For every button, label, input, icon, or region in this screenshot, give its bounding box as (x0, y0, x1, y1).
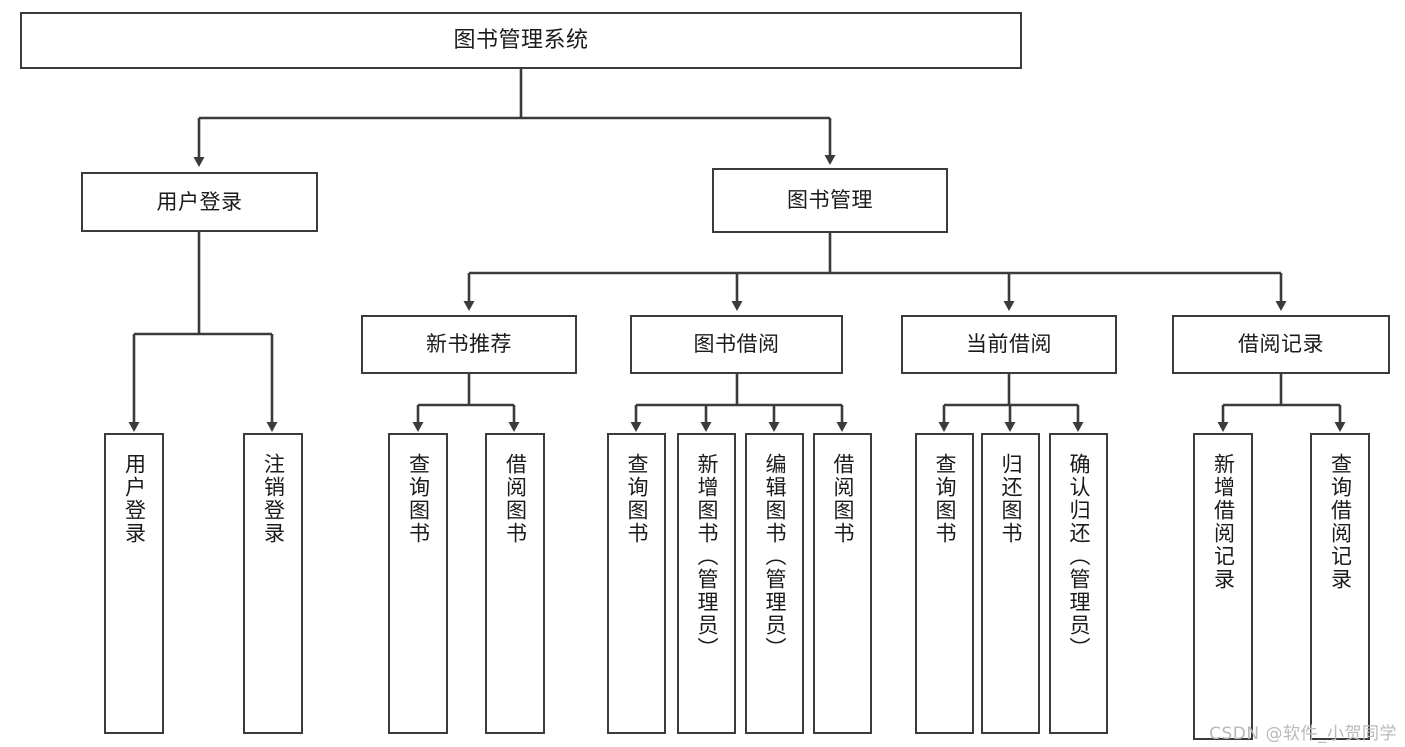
node-label: 借阅记录 (1238, 332, 1324, 357)
node-label: 当前借阅 (966, 332, 1052, 357)
node-label: 图书管理系统 (453, 27, 589, 53)
node-book-management[interactable]: 图书管理 (712, 168, 948, 233)
node-leaf-borrow-query-book[interactable]: 查询图书 (607, 433, 666, 734)
node-leaf-user-login-login[interactable]: 用户登录 (104, 433, 164, 734)
node-label: 新增借阅记录 (1211, 453, 1236, 591)
node-label: 归还图书 (999, 453, 1023, 545)
node-label: 借阅图书 (831, 453, 855, 545)
node-leaf-record-add-record[interactable]: 新增借阅记录 (1193, 433, 1253, 740)
node-leaf-borrow-borrow-book[interactable]: 借阅图书 (813, 433, 872, 734)
node-borrow-record[interactable]: 借阅记录 (1172, 315, 1390, 374)
node-new-book-recommend[interactable]: 新书推荐 (361, 315, 577, 374)
node-label: 新增图书（管理员） (695, 453, 719, 660)
node-label: 查询借阅记录 (1328, 453, 1353, 591)
node-label: 图书管理 (787, 188, 873, 213)
node-label: 用户登录 (122, 453, 147, 545)
node-leaf-borrow-edit-book[interactable]: 编辑图书（管理员） (745, 433, 804, 734)
node-label: 查询图书 (406, 453, 431, 545)
node-label: 确认归还（管理员） (1067, 453, 1091, 660)
node-label: 新书推荐 (426, 332, 512, 357)
node-leaf-current-query-book[interactable]: 查询图书 (915, 433, 974, 734)
node-label: 图书借阅 (693, 332, 780, 357)
node-label: 编辑图书（管理员） (763, 453, 787, 660)
node-leaf-user-login-logout[interactable]: 注销登录 (243, 433, 303, 734)
node-user-login[interactable]: 用户登录 (81, 172, 318, 232)
node-label: 查询图书 (625, 453, 649, 545)
node-label: 借阅图书 (503, 453, 528, 545)
node-book-borrow[interactable]: 图书借阅 (630, 315, 843, 374)
node-leaf-borrow-add-book[interactable]: 新增图书（管理员） (677, 433, 736, 734)
node-leaf-recommend-borrow-book[interactable]: 借阅图书 (485, 433, 545, 734)
node-label: 查询图书 (933, 453, 957, 545)
node-leaf-record-query-record[interactable]: 查询借阅记录 (1310, 433, 1370, 740)
node-current-borrow[interactable]: 当前借阅 (901, 315, 1117, 374)
node-leaf-current-confirm-return[interactable]: 确认归还（管理员） (1049, 433, 1108, 734)
node-leaf-current-return-book[interactable]: 归还图书 (981, 433, 1040, 734)
node-label: 注销登录 (261, 453, 286, 545)
node-root-system[interactable]: 图书管理系统 (20, 12, 1022, 69)
node-leaf-recommend-query-book[interactable]: 查询图书 (388, 433, 448, 734)
node-label: 用户登录 (156, 189, 243, 214)
